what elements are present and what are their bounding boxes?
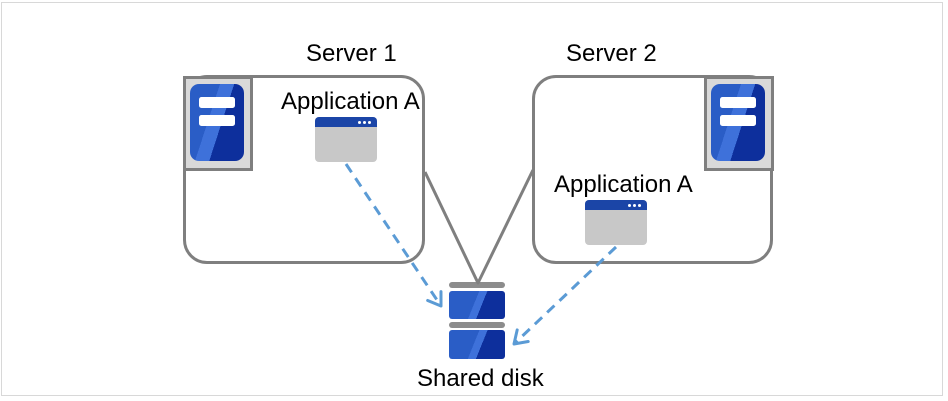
window-buttons-icon [368, 120, 371, 124]
app2-to-disk-arrow [512, 245, 618, 346]
window-titlebar [585, 200, 647, 210]
server-tower-icon [183, 76, 253, 171]
server1-app-label: Application A [281, 88, 420, 115]
server-drive-slot [720, 115, 756, 126]
window-titlebar [315, 117, 377, 127]
app1-to-disk-arrow [344, 163, 443, 308]
server2-app-label: Application A [554, 171, 693, 198]
server-tower-body [190, 84, 244, 161]
server-tower-body [711, 84, 765, 161]
server2-title: Server 2 [566, 40, 657, 67]
shared-disk-label: Shared disk [417, 365, 544, 392]
servers-to-disk-v-line [423, 169, 535, 285]
disk-cap [449, 322, 505, 328]
server-drive-slot [199, 115, 235, 126]
window-buttons-icon [638, 203, 641, 207]
server1-title: Server 1 [306, 40, 397, 67]
server-drive-slot [199, 97, 235, 108]
disk-platter [449, 291, 505, 319]
application-window-icon [315, 117, 377, 162]
server-drive-slot [720, 97, 756, 108]
application-window-icon [585, 200, 647, 245]
server-tower-icon [704, 76, 774, 171]
disk-cap [449, 282, 505, 288]
disk-stack-icon [449, 282, 505, 359]
disk-platter [449, 330, 505, 359]
